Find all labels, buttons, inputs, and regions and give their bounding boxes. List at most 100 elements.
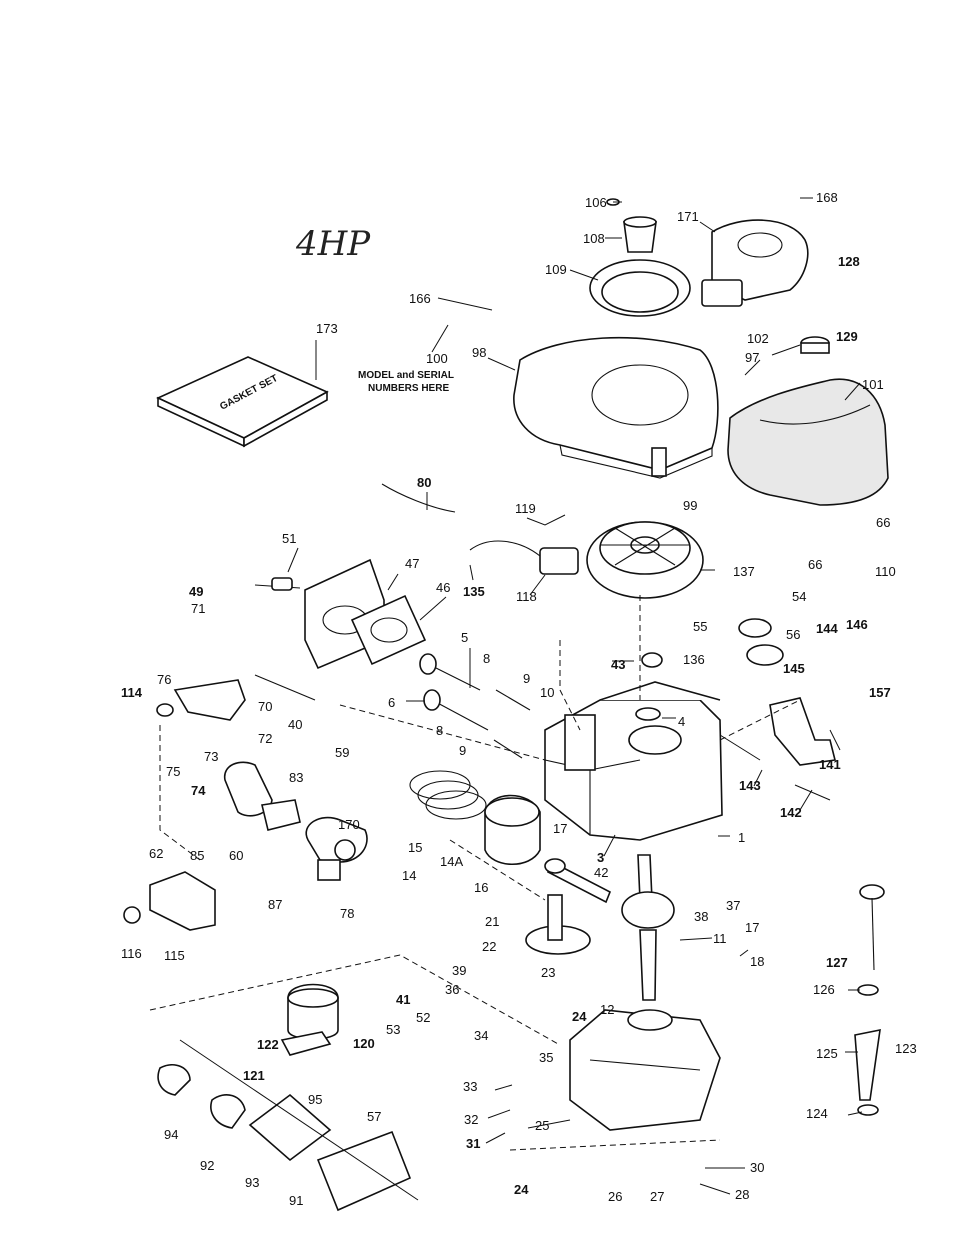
part-label: 59	[335, 745, 349, 760]
part-label: 26	[608, 1189, 622, 1204]
part-label: 21	[485, 914, 499, 929]
part-label: 126	[813, 982, 835, 997]
part-label: 123	[895, 1041, 917, 1056]
part-label: 135	[463, 584, 485, 599]
part-label: 102	[747, 331, 769, 346]
part-label: 53	[386, 1022, 400, 1037]
part-label: 106	[585, 195, 607, 210]
part-label: 56	[786, 627, 800, 642]
part-label: 14	[402, 868, 416, 883]
part-label: 157	[869, 685, 891, 700]
part-label: 76	[157, 672, 171, 687]
crankcase	[544, 681, 723, 841]
control-bracket	[156, 679, 246, 721]
part-label: 47	[405, 556, 419, 571]
part-label: 43	[611, 657, 625, 672]
part-label: 41	[396, 992, 410, 1007]
governor-parts	[635, 618, 784, 721]
serial-note-line1: MODEL and SERIAL	[358, 370, 454, 381]
cylinder-head	[254, 558, 427, 670]
part-label: 110	[875, 564, 896, 579]
leader-lines	[287, 197, 863, 1195]
part-label: 66	[876, 515, 890, 530]
part-label: 54	[792, 589, 806, 604]
part-label: 17	[745, 920, 759, 935]
part-label: 62	[149, 846, 163, 861]
oil-sump	[569, 1009, 721, 1131]
part-label: 136	[683, 652, 705, 667]
part-label: 95	[308, 1092, 322, 1107]
part-label: 57	[367, 1109, 381, 1124]
part-label: 109	[545, 262, 567, 277]
ignition-coil	[381, 483, 579, 575]
part-label: 85	[190, 848, 204, 863]
camshaft	[525, 894, 591, 955]
part-label: 24	[572, 1009, 587, 1024]
part-label: 166	[409, 291, 431, 306]
part-label: 23	[541, 965, 555, 980]
part-label: 71	[191, 601, 205, 616]
part-label: 31	[466, 1136, 480, 1151]
part-label: 142	[780, 805, 802, 820]
part-label: 73	[204, 749, 218, 764]
part-label: 124	[806, 1106, 828, 1121]
part-label: 144	[816, 621, 838, 636]
part-label: 55	[693, 619, 707, 634]
air-cleaner	[280, 983, 339, 1056]
part-label: 118	[516, 589, 537, 604]
part-label: 35	[539, 1050, 553, 1065]
part-drawings: GASKET SET	[123, 198, 889, 1212]
part-label: 16	[474, 880, 488, 895]
part-label: 145	[783, 661, 805, 676]
part-label: 70	[258, 699, 272, 714]
part-label: 101	[862, 377, 884, 392]
fuel-tank	[727, 336, 889, 506]
part-label: 51	[282, 531, 296, 546]
part-label: 27	[650, 1189, 664, 1204]
piston	[409, 770, 541, 865]
part-label: 66	[808, 557, 822, 572]
part-label: 94	[164, 1127, 178, 1142]
part-label: 38	[694, 909, 708, 924]
part-label: 46	[436, 580, 450, 595]
part-label: 128	[838, 254, 860, 269]
part-label: 143	[739, 778, 761, 793]
handwritten-note: 4HP	[295, 224, 371, 264]
part-label: 75	[166, 764, 180, 779]
air-filter-assembly	[157, 1039, 419, 1212]
part-label: 39	[452, 963, 466, 978]
part-label: 83	[289, 770, 303, 785]
part-labels: 1 3 4 5 6 8 8 9 9 10 11 12 14 14A 15 16 …	[121, 190, 917, 1208]
part-label: 127	[826, 955, 848, 970]
part-label: 52	[416, 1010, 430, 1025]
part-label: 121	[243, 1068, 265, 1083]
dipstick	[854, 884, 885, 1116]
part-label: 146	[846, 617, 868, 632]
part-label: 30	[750, 1160, 764, 1175]
muffler	[224, 761, 301, 831]
part-label: 171	[677, 209, 699, 224]
part-label: 33	[463, 1079, 477, 1094]
part-label: 60	[229, 848, 243, 863]
part-label: 72	[258, 731, 272, 746]
part-label: 28	[735, 1187, 749, 1202]
part-label: 18	[750, 954, 764, 969]
part-label: 92	[200, 1158, 214, 1173]
rewind-starter	[589, 198, 809, 317]
part-label: 168	[816, 190, 838, 205]
blower-housing	[513, 336, 719, 479]
part-label: 119	[515, 501, 536, 516]
flywheel	[586, 521, 704, 599]
part-label: 87	[268, 897, 282, 912]
part-label: 37	[726, 898, 740, 913]
part-label: 108	[583, 231, 605, 246]
part-label: 78	[340, 906, 354, 921]
alignment-lines	[149, 595, 801, 1151]
part-label: 91	[289, 1193, 303, 1208]
part-label: 1	[738, 830, 745, 845]
part-label: 15	[408, 840, 422, 855]
carburetor	[305, 816, 368, 881]
part-label: 125	[816, 1046, 838, 1061]
part-label: 97	[745, 350, 759, 365]
